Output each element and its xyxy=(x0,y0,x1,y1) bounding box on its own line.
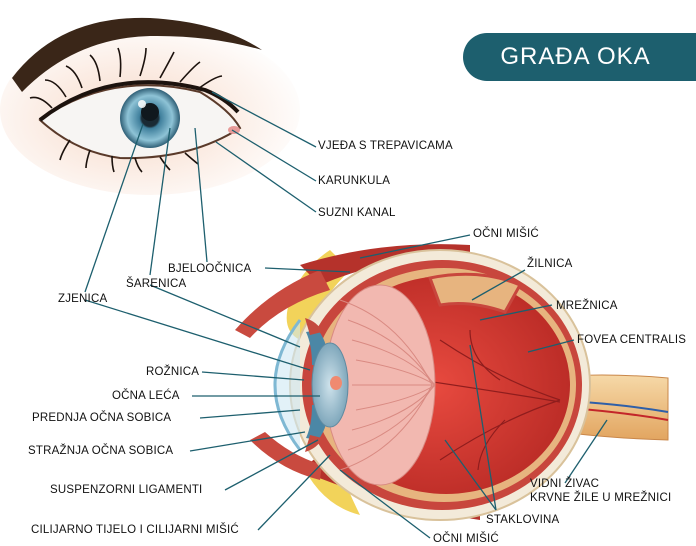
label-eye-muscle-bottom: OČNI MIŠIĆ xyxy=(433,533,499,546)
label-suspensory-ligaments: SUSPENZORNI LIGAMENTI xyxy=(50,484,202,497)
label-caruncle: KARUNKULA xyxy=(318,175,390,188)
eye-cross-section xyxy=(235,244,668,520)
label-retinal-vessels: KRVNE ŽILE U MREŽNICI xyxy=(530,492,671,505)
label-tear-duct: SUZNI KANAL xyxy=(318,207,396,220)
label-anterior-chamber: PREDNJA OČNA SOBICA xyxy=(32,412,171,425)
lens-nucleus xyxy=(330,376,342,390)
label-eyelid-eyelashes: VJEĐA S TREPAVICAMA xyxy=(318,140,453,153)
label-retina: MREŽNICA xyxy=(556,300,618,313)
label-vitreous: STAKLOVINA xyxy=(486,514,559,527)
label-posterior-chamber: STRAŽNJA OČNA SOBICA xyxy=(28,445,173,458)
label-cornea: ROŽNICA xyxy=(146,366,199,379)
cornea xyxy=(275,320,300,450)
label-sclera: BJELOOČNICA xyxy=(168,263,251,276)
diagram-title: GRAĐA OKA xyxy=(500,43,658,71)
label-ciliary-body: CILIJARNO TIJELO I CILIJARNI MIŠIĆ xyxy=(31,524,239,537)
pupil-highlight xyxy=(138,100,146,108)
label-pupil: ZJENICA xyxy=(58,293,107,306)
label-fovea-centralis: FOVEA CENTRALIS xyxy=(577,334,686,347)
label-eye-muscle-top: OČNI MIŠIĆ xyxy=(473,228,539,241)
label-choroid: ŽILNICA xyxy=(527,258,573,271)
label-optic-nerve: VIDNI ŽIVAC xyxy=(530,478,599,491)
caruncle xyxy=(228,126,240,134)
label-lens: OČNA LEĆA xyxy=(112,390,180,403)
label-iris: ŠARENICA xyxy=(126,278,186,291)
lens xyxy=(312,343,348,427)
external-eye xyxy=(0,18,300,195)
title-badge: GRAĐA OKA xyxy=(463,33,696,81)
